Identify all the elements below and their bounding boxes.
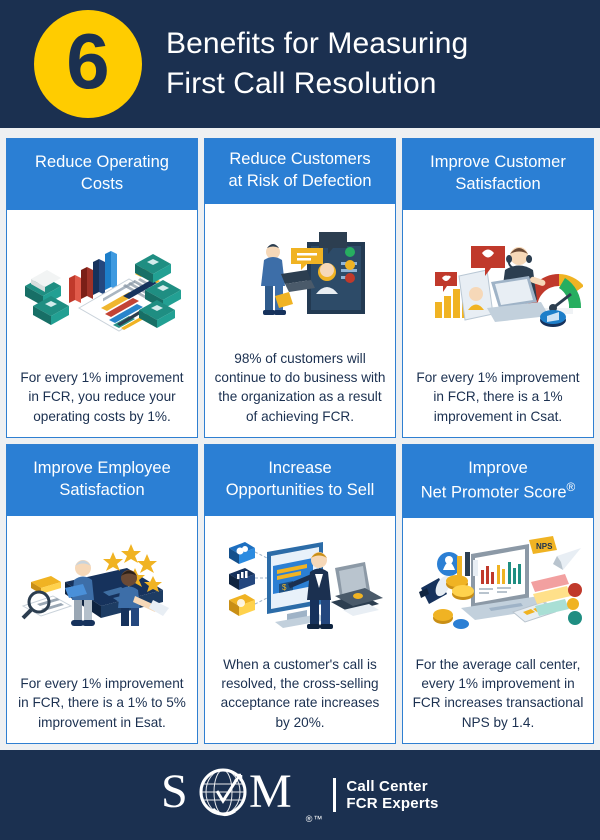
registered-trademark-icon: ®: [566, 479, 576, 494]
card-title-line-1: Improve Customer: [430, 153, 566, 171]
svg-text:$: $: [282, 583, 287, 592]
employee-rating-stars-icon: [14, 526, 190, 644]
sqm-globe-icon: S M: [161, 765, 292, 818]
sqm-logo: S M ®™ Call C: [161, 765, 438, 826]
card-description: For the average call center, every 1% im…: [412, 656, 584, 730]
tagline-line-1: Call Center: [346, 777, 428, 795]
svg-text:M: M: [249, 765, 292, 818]
card-header: Reduce Operating Costs: [7, 139, 197, 210]
card-description: 98% of customers will continue to do bus…: [214, 350, 386, 424]
card-header: Improve Employee Satisfaction: [7, 445, 197, 516]
card-title-line-1: Reduce Customers: [229, 150, 371, 168]
footer-bar: S M ®™ Call C: [0, 750, 600, 840]
product-offer-presentation-icon: $: [212, 526, 388, 644]
benefits-row-1: Reduce Operating Costs: [6, 138, 594, 438]
card-title-line-1: Reduce Operating: [35, 153, 169, 171]
benefit-card-improve-customer-satisfaction[interactable]: Improve Customer Satisfaction: [402, 138, 594, 438]
header-banner: 6 Benefits for Measuring First Call Reso…: [0, 0, 600, 128]
card-body: For every 1% improvement in FCR, you red…: [7, 209, 197, 437]
benefit-card-reduce-customers-at-risk[interactable]: Reduce Customers at Risk of Defection: [204, 138, 396, 438]
card-body: For every 1% improvement in FCR, there i…: [403, 209, 593, 437]
benefits-grid: Reduce Operating Costs: [0, 128, 600, 750]
badge-number: 6: [66, 17, 110, 105]
nps-laptop-megaphone-icon: NPS: [410, 528, 586, 646]
card-body: For every 1% improvement in FCR, there i…: [7, 515, 197, 743]
card-description: For every 1% improvement in FCR, there i…: [18, 676, 186, 730]
customer-satisfaction-gauge-icon: [410, 220, 586, 338]
card-title-line-1: Improve: [468, 459, 528, 477]
benefits-row-2: Improve Employee Satisfaction: [6, 444, 594, 744]
card-description: For every 1% improvement in FCR, you red…: [20, 370, 184, 424]
title-line-2: First Call Resolution: [166, 67, 437, 100]
card-title-line-2: at Risk of Defection: [228, 171, 372, 190]
card-description: When a customer's call is resolved, the …: [220, 656, 380, 730]
card-description: For every 1% improvement in FCR, there i…: [416, 370, 580, 424]
logo-tagline: Call Center FCR Experts: [346, 778, 438, 812]
card-title-line-2: Satisfaction: [59, 480, 145, 499]
card-header: Increase Opportunities to Sell: [205, 445, 395, 516]
sqm-wordmark: S M ®™: [161, 765, 324, 826]
card-title-line-2: Opportunities to Sell: [225, 480, 375, 499]
logo-trademark-symbols: ®™: [305, 813, 324, 824]
logo-divider: [333, 778, 337, 812]
card-title-line-2: Costs: [80, 174, 124, 193]
card-title-line-1: Increase: [268, 459, 332, 477]
card-body: 98% of customers will continue to do bus…: [205, 203, 395, 437]
benefit-card-improve-employee-satisfaction[interactable]: Improve Employee Satisfaction: [6, 444, 198, 744]
page-title: Benefits for Measuring First Call Resolu…: [166, 24, 468, 104]
card-title-line-2: Satisfaction: [455, 174, 541, 193]
title-line-1: Benefits for Measuring: [166, 27, 469, 61]
agent-mobile-chat-icon: [212, 214, 388, 332]
tagline-line-2: FCR Experts: [346, 795, 439, 812]
card-body: NPS: [403, 518, 593, 743]
card-header: Improve Net Promoter Score®: [403, 445, 593, 519]
benefit-card-improve-net-promoter-score[interactable]: Improve Net Promoter Score®: [402, 444, 594, 744]
benefit-card-reduce-operating-costs[interactable]: Reduce Operating Costs: [6, 138, 198, 438]
card-title-line-1: Improve Employee: [33, 459, 171, 477]
svg-text:NPS: NPS: [536, 542, 553, 551]
card-title-line-2: Net Promoter Score: [420, 483, 567, 502]
card-header: Improve Customer Satisfaction: [403, 139, 593, 210]
cost-analysis-icon: [14, 220, 190, 338]
number-badge: 6: [34, 10, 142, 118]
card-body: $: [205, 515, 395, 743]
card-header: Reduce Customers at Risk of Defection: [205, 139, 395, 204]
svg-text:S: S: [161, 765, 188, 818]
benefit-card-increase-opportunities-to-sell[interactable]: Increase Opportunities to Sell: [204, 444, 396, 744]
